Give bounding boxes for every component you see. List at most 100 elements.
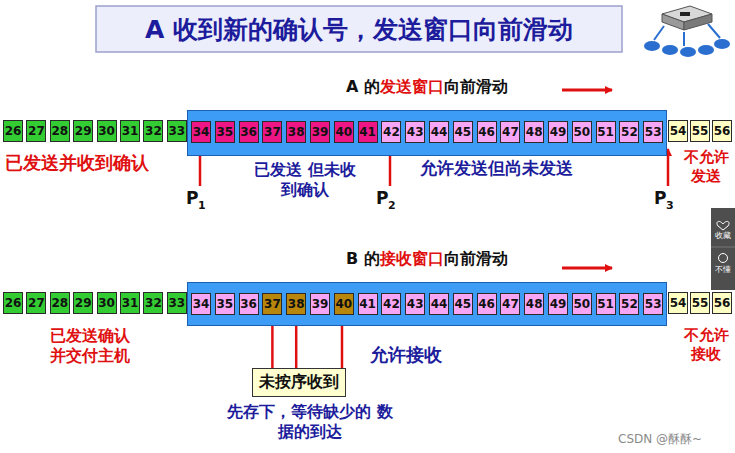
sequence-cell: 45 <box>453 293 473 315</box>
note: 允许发送但尚未发送 <box>420 158 573 179</box>
sequence-cell: 55 <box>690 292 710 314</box>
sequence-cell: 36 <box>239 121 259 143</box>
sequence-cell: 46 <box>477 121 497 143</box>
cell-number: 44 <box>431 298 448 310</box>
cell-number: 42 <box>383 298 400 310</box>
heart-icon <box>717 221 729 230</box>
note: 先存下，等待缺少的 数据的到达 <box>225 402 395 442</box>
pointer-index: 1 <box>198 199 206 213</box>
sequence-cell: 31 <box>120 120 140 142</box>
cell-number: 55 <box>692 297 709 309</box>
heading-part: 向前滑动 <box>444 249 508 268</box>
cell-number: 55 <box>692 125 709 137</box>
sequence-cell: 36 <box>239 293 259 315</box>
sequence-cell: 34 <box>191 293 211 315</box>
cell-number: 32 <box>145 297 162 309</box>
sequence-cell: 52 <box>619 121 639 143</box>
note: 不允许 发送 <box>680 148 732 186</box>
sequence-cell: 56 <box>712 120 732 142</box>
sequence-cell: 44 <box>429 293 449 315</box>
cell-number: 47 <box>502 126 519 138</box>
cell-number: 48 <box>526 126 543 138</box>
cell-number: 54 <box>670 125 687 137</box>
toolbar-text: 不懂 <box>711 265 735 275</box>
cell-number: 45 <box>454 298 471 310</box>
cell-number: 54 <box>670 297 687 309</box>
sequence-cell: 35 <box>215 121 235 143</box>
sequence-cell: 41 <box>358 293 378 315</box>
sequence-cell: 33 <box>167 120 187 142</box>
heading-part: 向前滑动 <box>444 77 508 96</box>
sequence-cell: 44 <box>429 121 449 143</box>
sequence-cell: 28 <box>50 292 70 314</box>
note: 已发送 但未收到确认 <box>250 160 360 200</box>
cell-number: 30 <box>98 125 115 137</box>
side-toolbar <box>711 208 735 290</box>
sequence-cell: 55 <box>690 120 710 142</box>
cell-number: 26 <box>5 125 22 137</box>
question-icon <box>719 254 728 263</box>
heading-part: B 的 <box>346 249 380 268</box>
cell-number: 41 <box>359 298 376 310</box>
cell-number: 37 <box>264 298 281 310</box>
cell-number: 52 <box>621 126 638 138</box>
pointer-name: P <box>376 188 388 209</box>
note-box: 未按序收到 <box>252 368 346 397</box>
window-heading: A 的发送窗口向前滑动 <box>188 77 666 98</box>
title-banner <box>96 6 622 52</box>
cell-number: 44 <box>431 126 448 138</box>
cell-number: 43 <box>407 126 424 138</box>
cell-number: 47 <box>502 298 519 310</box>
cell-number: 41 <box>359 126 376 138</box>
sequence-cell: 34 <box>191 121 211 143</box>
cell-number: 50 <box>573 298 590 310</box>
cell-number: 53 <box>645 126 662 138</box>
sequence-cell: 27 <box>26 120 46 142</box>
window-band: A 的发送窗口向前滑动34353637383940414243444546474… <box>187 110 667 156</box>
sequence-cell: 48 <box>524 293 544 315</box>
cell-number: 45 <box>454 126 471 138</box>
sequence-cell: 50 <box>572 293 592 315</box>
cell-number: 31 <box>122 297 139 309</box>
sequence-cell: 43 <box>405 293 425 315</box>
cell-number: 26 <box>5 297 22 309</box>
sequence-cell: 35 <box>215 293 235 315</box>
cell-number: 35 <box>216 298 233 310</box>
cell-number: 56 <box>714 297 731 309</box>
cell-number: 42 <box>383 126 400 138</box>
window-band: B 的接收窗口向前滑动34353637383940414243444546474… <box>187 282 667 326</box>
sequence-cell: 42 <box>381 121 401 143</box>
slide-arrow <box>562 89 612 92</box>
heading-part: 发送窗口 <box>380 77 444 96</box>
sequence-cell: 32 <box>143 120 163 142</box>
sequence-cell: 38 <box>286 121 306 143</box>
cell-number: 29 <box>75 297 92 309</box>
sequence-cell: 53 <box>643 293 663 315</box>
cell-number: 32 <box>145 125 162 137</box>
cell-number: 56 <box>714 125 731 137</box>
sequence-cell: 48 <box>524 121 544 143</box>
pointer-index: 2 <box>388 199 396 213</box>
cell-number: 40 <box>335 126 352 138</box>
sequence-cell: 54 <box>668 292 688 314</box>
cell-number: 33 <box>168 297 185 309</box>
cell-number: 51 <box>597 298 614 310</box>
window-heading: B 的接收窗口向前滑动 <box>188 249 666 270</box>
cell-number: 39 <box>312 126 329 138</box>
cell-number: 36 <box>240 126 257 138</box>
heading-part: A 的 <box>346 77 380 96</box>
toolbar-divider <box>711 247 735 248</box>
heading-part: 接收窗口 <box>380 249 444 268</box>
toolbar-text: 收藏 <box>711 231 735 241</box>
sequence-cell: 38 <box>286 293 306 315</box>
cell-number: 34 <box>193 298 210 310</box>
sequence-cell: 30 <box>97 120 117 142</box>
sequence-cell: 41 <box>358 121 378 143</box>
sequence-cell: 45 <box>453 121 473 143</box>
cell-number: 33 <box>168 125 185 137</box>
sequence-cell: 47 <box>500 121 520 143</box>
sequence-cell: 51 <box>596 293 616 315</box>
cell-number: 34 <box>193 126 210 138</box>
sequence-cell: 46 <box>477 293 497 315</box>
